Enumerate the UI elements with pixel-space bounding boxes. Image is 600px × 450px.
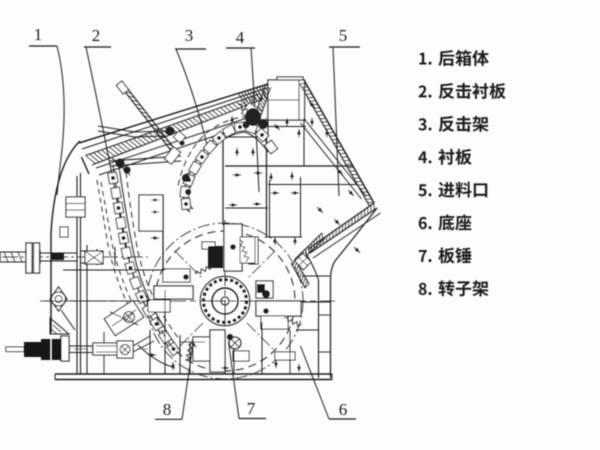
svg-text:2: 2 (92, 26, 101, 45)
svg-text:1: 1 (34, 25, 43, 44)
svg-text:7: 7 (247, 399, 256, 418)
svg-text:5: 5 (339, 26, 348, 45)
svg-text:6: 6 (339, 400, 348, 419)
svg-text:4: 4 (236, 28, 245, 47)
svg-text:8: 8 (163, 400, 172, 419)
svg-text:3: 3 (185, 26, 194, 45)
